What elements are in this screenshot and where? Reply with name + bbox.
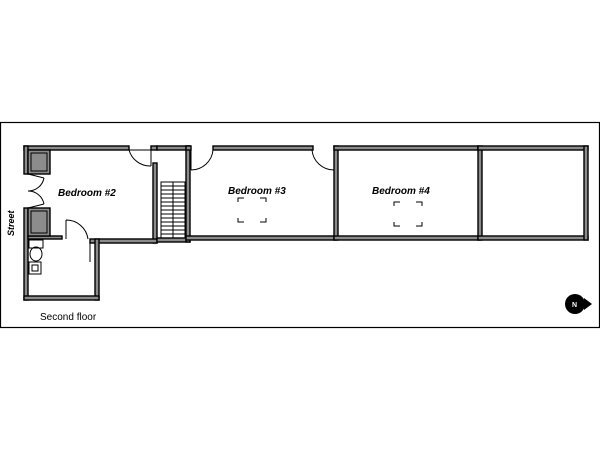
bedroom-2-label: Bedroom #2	[58, 188, 116, 199]
street-label: Street	[6, 209, 16, 236]
bedroom-2-walls	[23, 145, 158, 301]
bedroom-4-bed	[393, 201, 423, 227]
svg-text:N: N	[572, 302, 577, 309]
sink-icon	[28, 261, 42, 275]
bedroom-4-door	[311, 149, 335, 171]
bedroom-3-door	[190, 149, 214, 171]
rear-room-walls	[477, 145, 589, 241]
toilet-icon	[28, 239, 44, 262]
floor-label: Second floor	[40, 312, 97, 323]
bedroom-4-label: Bedroom #4	[372, 186, 430, 197]
north-compass-icon: N	[565, 294, 592, 314]
bedroom-2-doors	[27, 149, 152, 240]
bedroom-3-bed	[237, 197, 267, 223]
staircase	[156, 145, 191, 243]
bedroom-3-label: Bedroom #3	[228, 186, 286, 197]
